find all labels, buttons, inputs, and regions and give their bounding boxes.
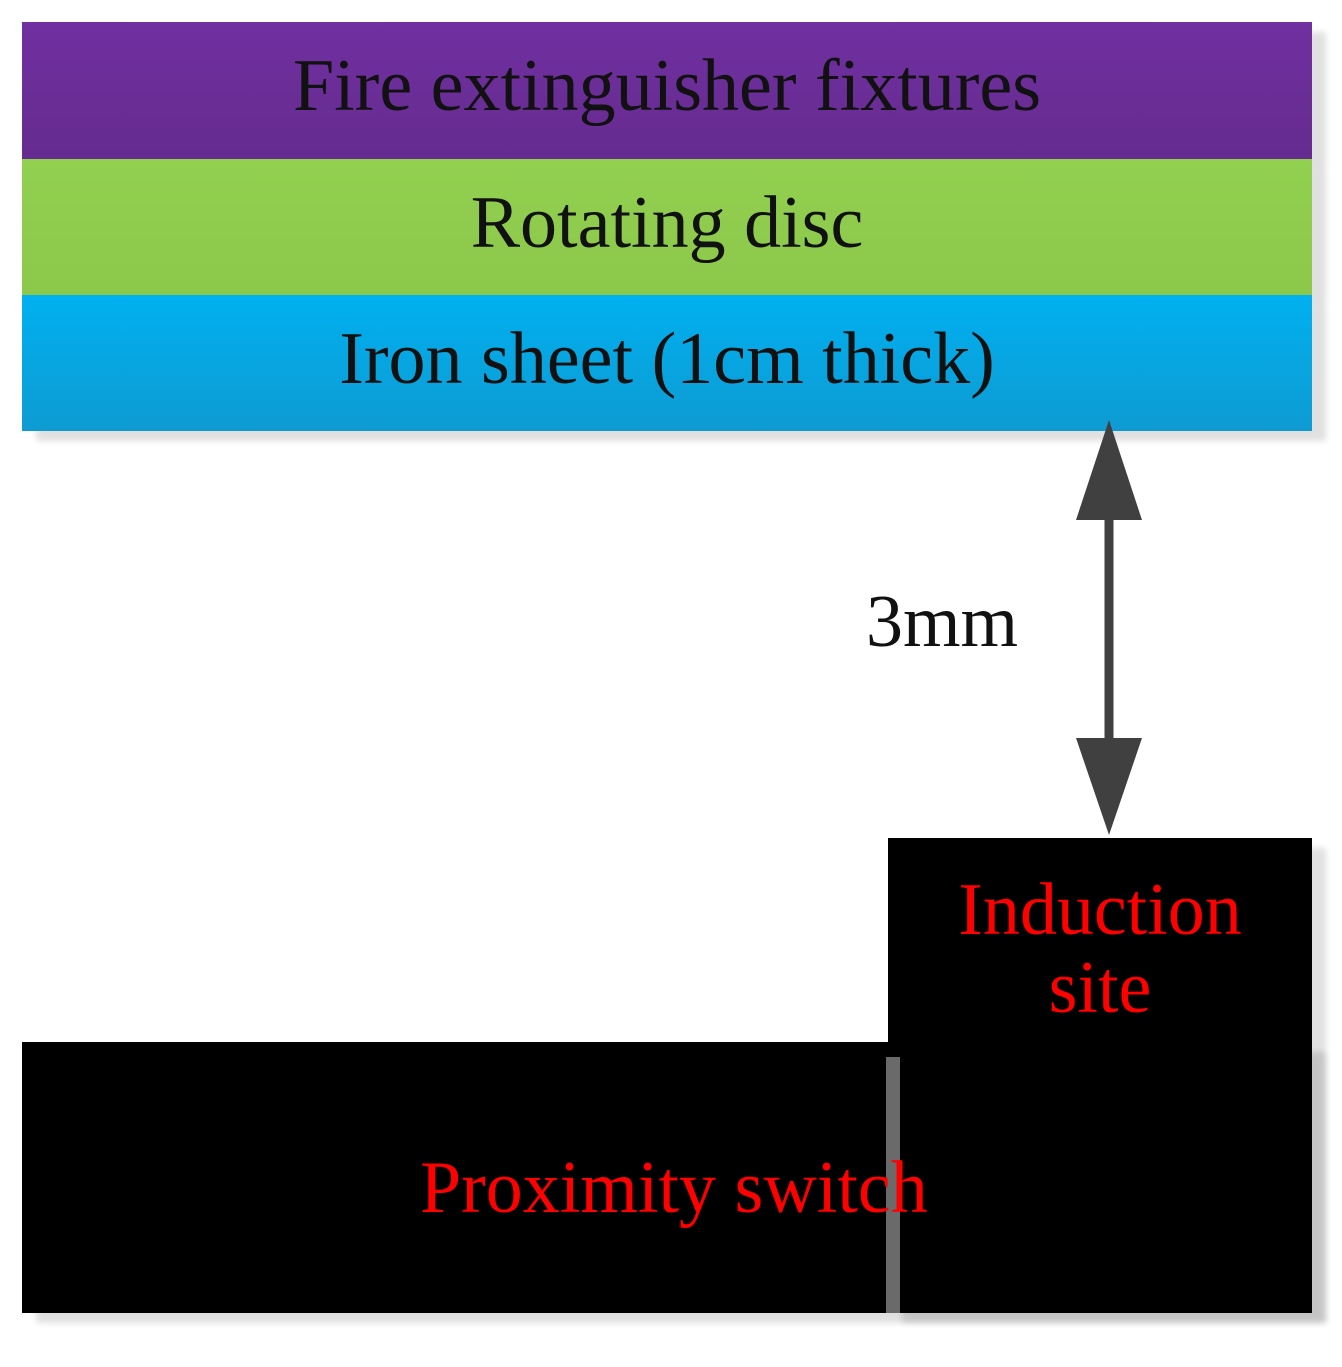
rotating-disc-layer: Rotating disc: [22, 159, 1312, 295]
fire-extinguisher-fixtures-label: Fire extinguisher fixtures: [292, 45, 1042, 127]
induction-label-line1: Induction: [958, 869, 1242, 951]
rotating-disc-label: Rotating disc: [470, 181, 864, 264]
iron-sheet-layer: Iron sheet (1cm thick): [22, 295, 1312, 431]
arrow-head-down: [1076, 738, 1142, 835]
proximity-switch-label: Proximity switch: [420, 1147, 928, 1229]
proximity-switch-block: [22, 1042, 1312, 1313]
gap-distance-label: 3mm: [866, 581, 1019, 663]
sensor-divider: [886, 1057, 900, 1313]
fire-extinguisher-fixtures-layer: Fire extinguisher fixtures: [22, 22, 1312, 159]
arrow-head-up: [1076, 420, 1142, 520]
induction-site-label: Induction site: [888, 869, 1312, 1029]
iron-sheet-label: Iron sheet (1cm thick): [339, 317, 995, 400]
induction-label-line2: site: [1048, 946, 1152, 1029]
